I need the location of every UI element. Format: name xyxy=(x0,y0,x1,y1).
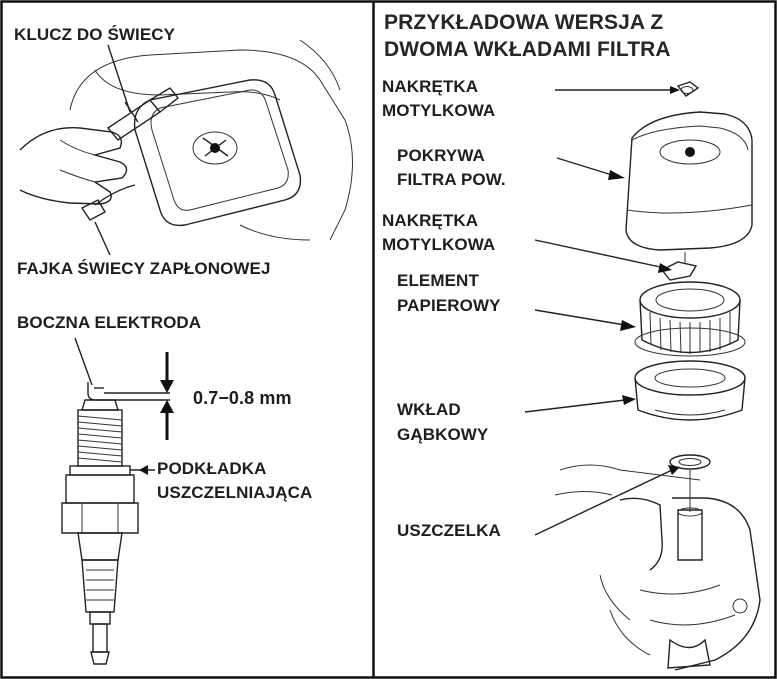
spark-plug-removal-illustration xyxy=(19,39,353,256)
paper-element-label-line2: PAPIEROWY xyxy=(397,296,501,315)
air-filter-exploded-illustration xyxy=(524,81,761,671)
spark-plug-illustration xyxy=(61,337,174,665)
spark-plug-wrench-label: KLUCZ DO ŚWIECY xyxy=(14,25,176,44)
side-electrode-label: BOCZNA ELEKTRODA xyxy=(17,313,202,332)
wing-nut-top-label-line2: MOTYLKOWA xyxy=(382,101,496,120)
panel-title-line2: DWOMA WKŁADAMI FILTRA xyxy=(384,38,671,61)
spark-plug-cap-label: FAJKA ŚWIECY ZAPŁONOWEJ xyxy=(17,259,271,278)
paper-element-label-line1: ELEMENT xyxy=(397,271,479,290)
gasket-label: USZCZELKA xyxy=(397,521,501,540)
wing-nut-lower-label-line1: NAKRĘTKA xyxy=(382,211,479,230)
panel-title-line1: PRZYKŁADOWA WERSJA Z xyxy=(384,11,664,34)
foam-element-label-line1: WKŁAD xyxy=(397,400,461,419)
sealing-washer-label-line2: USZCZELNIAJĄCA xyxy=(157,483,313,502)
wing-nut-lower-label-line2: MOTYLKOWA xyxy=(382,235,496,254)
air-filter-cover-label-line2: FILTRA POW. xyxy=(397,170,506,189)
air-filter-cover-label-line1: POKRYWA xyxy=(397,146,485,165)
sealing-washer-label-line1: PODKŁADKA xyxy=(157,459,267,478)
wing-nut-top-label-line1: NAKRĘTKA xyxy=(382,77,479,96)
electrode-gap-label: 0.7−0.8 mm xyxy=(193,388,292,408)
foam-element-label-line2: GĄBKOWY xyxy=(397,425,489,444)
